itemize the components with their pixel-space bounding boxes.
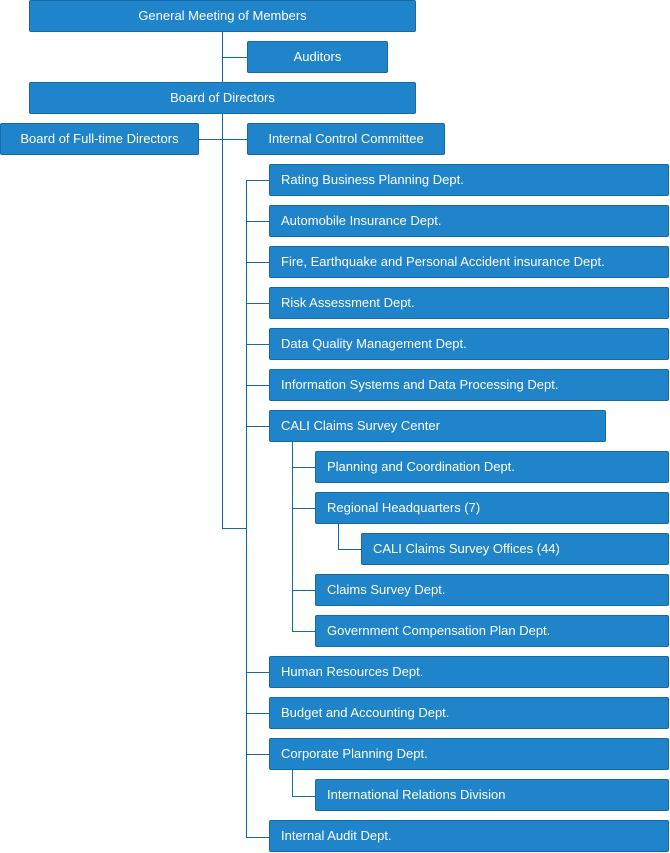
auditors-box: Auditors — [247, 41, 388, 73]
connector-infosystems — [246, 385, 269, 386]
connector-regional — [292, 508, 315, 509]
connector-claims — [292, 590, 315, 591]
cali-claims-survey-center-box: CALI Claims Survey Center — [269, 410, 606, 442]
regional-headquarters-box: Regional Headquarters (7) — [315, 492, 669, 524]
connector-fulltime — [199, 139, 247, 140]
budget-accounting-box: Budget and Accounting Dept. — [269, 697, 669, 729]
connector-risk — [246, 303, 269, 304]
fire-earthquake-box: Fire, Earthquake and Personal Accident i… — [269, 246, 669, 278]
connector-gov — [292, 631, 315, 632]
internal-control-committee-box: Internal Control Committee — [247, 123, 445, 155]
board-fulltime-directors-box: Board of Full-time Directors — [0, 123, 199, 155]
internal-audit-box: Internal Audit Dept. — [269, 820, 669, 852]
rating-business-planning-box: Rating Business Planning Dept. — [269, 164, 669, 196]
corporate-planning-box: Corporate Planning Dept. — [269, 738, 669, 770]
connector-rating — [246, 180, 269, 181]
connector-regional-spine — [338, 524, 339, 550]
connector-budget — [246, 713, 269, 714]
connector-corporate — [246, 754, 269, 755]
connector-cali-spine — [292, 442, 293, 632]
connector-fire — [246, 262, 269, 263]
cali-claims-survey-offices-box: CALI Claims Survey Offices (44) — [361, 533, 669, 565]
claims-survey-box: Claims Survey Dept. — [315, 574, 669, 606]
connector-dept-spine — [246, 180, 247, 838]
connector-cali-center — [246, 426, 269, 427]
connector-audit — [246, 837, 269, 838]
connector-trunk-foot — [222, 528, 247, 529]
connector-planning — [292, 467, 315, 468]
information-systems-box: Information Systems and Data Processing … — [269, 369, 669, 401]
connector-auditors — [222, 57, 247, 58]
risk-assessment-box: Risk Assessment Dept. — [269, 287, 669, 319]
connector-main-trunk — [222, 31, 223, 529]
connector-corporate-spine — [292, 770, 293, 797]
connector-hr — [246, 672, 269, 673]
human-resources-box: Human Resources Dept. — [269, 656, 669, 688]
government-compensation-box: Government Compensation Plan Dept. — [315, 615, 669, 647]
connector-offices — [338, 549, 361, 550]
board-of-directors-box: Board of Directors — [29, 82, 416, 114]
connector-intl — [292, 796, 315, 797]
data-quality-box: Data Quality Management Dept. — [269, 328, 669, 360]
general-meeting-box: General Meeting of Members — [29, 0, 416, 32]
automobile-insurance-box: Automobile Insurance Dept. — [269, 205, 669, 237]
planning-coordination-box: Planning and Coordination Dept. — [315, 451, 669, 483]
international-relations-box: International Relations Division — [315, 779, 669, 811]
connector-automobile — [246, 221, 269, 222]
connector-dataquality — [246, 344, 269, 345]
